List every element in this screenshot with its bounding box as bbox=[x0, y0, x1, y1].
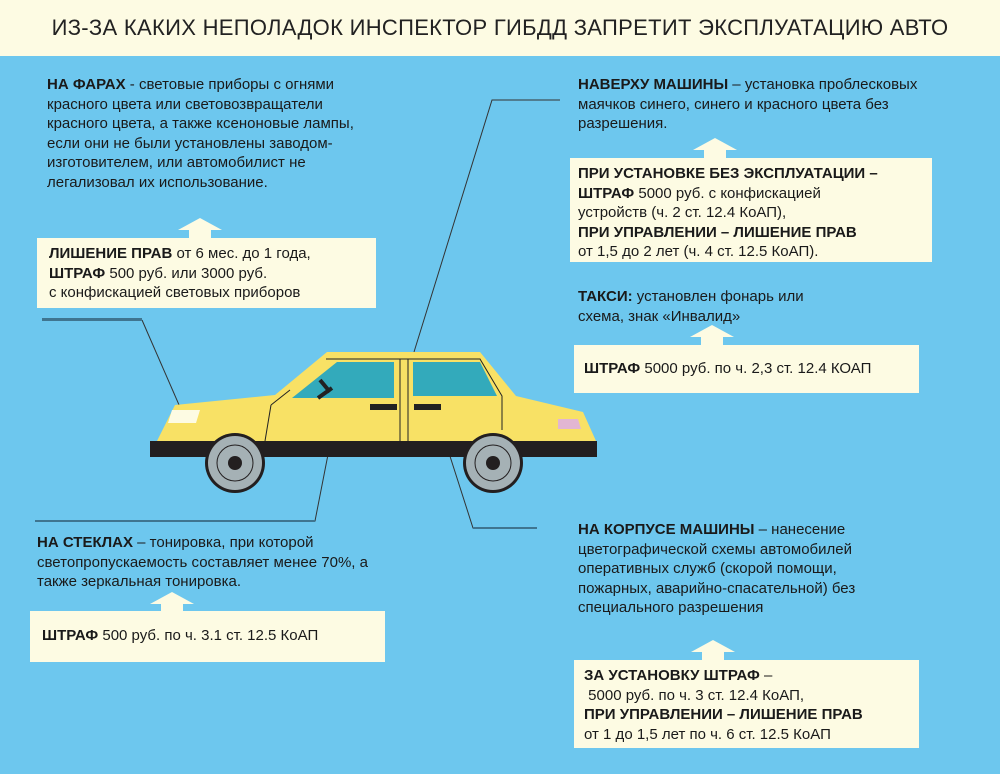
taxi-description: ТАКСИ: установлен фонарь или схема, знак… bbox=[578, 288, 804, 325]
headlights-description: НА ФАРАХ - световые приборы с огнями кра… bbox=[47, 76, 354, 191]
roof-penalty: ПРИ УСТАНОВКЕ БЕЗ ЭКСПЛУАТАЦИИ – ШТРАФ 5… bbox=[570, 158, 932, 262]
page-title: ИЗ-ЗА КАКИХ НЕПОЛАДОК ИНСПЕКТОР ГИБДД ЗА… bbox=[0, 0, 1000, 56]
body-description: НА КОРПУСЕ МАШИНЫ – нанесение цветографи… bbox=[578, 521, 856, 616]
body-penalty: ЗА УСТАНОВКУ ШТРАФ – 5000 руб. по ч. 3 с… bbox=[574, 660, 919, 748]
headlight bbox=[168, 410, 200, 423]
glass-description: НА СТЕКЛАХ – тонировка, при которой свет… bbox=[37, 534, 368, 590]
roof-description: НАВЕРХУ МАШИНЫ – установка проблесковых … bbox=[578, 76, 918, 132]
rear-wheel bbox=[463, 433, 523, 493]
headlights-penalty: ЛИШЕНИЕ ПРАВ от 6 мес. до 1 года, ШТРАФ … bbox=[37, 238, 376, 308]
taillight bbox=[558, 419, 581, 429]
front-wheel bbox=[205, 433, 265, 493]
door-handle bbox=[414, 404, 441, 410]
glass-penalty: ШТРАФ 500 руб. по ч. 3.1 ст. 12.5 КоАП bbox=[30, 611, 385, 662]
taxi-penalty: ШТРАФ 5000 руб. по ч. 2,3 ст. 12.4 КОАП bbox=[574, 345, 919, 393]
rear-window bbox=[413, 362, 497, 396]
door-handle bbox=[370, 404, 397, 410]
front-window bbox=[292, 362, 394, 398]
steering-wheel-icon bbox=[316, 378, 334, 400]
